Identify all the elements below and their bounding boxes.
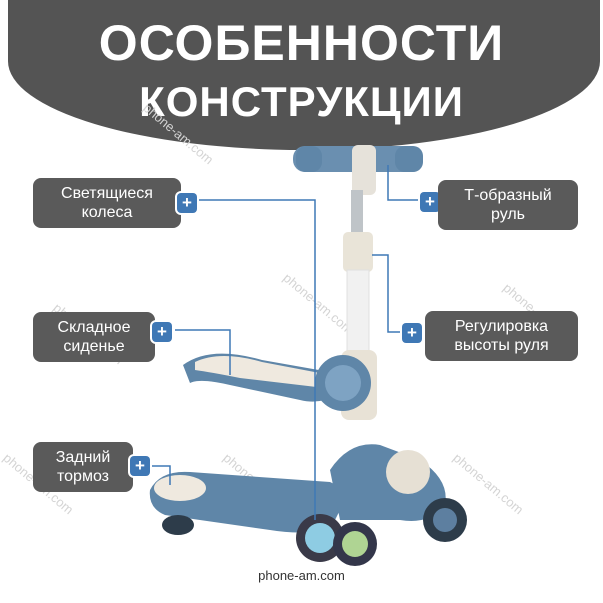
header-banner: [8, 0, 600, 150]
callout-line-brake: [150, 465, 171, 485]
callout-line-handlebar: [387, 165, 430, 201]
feature-label-seat: Складное сиденье: [33, 312, 155, 362]
steering-column: [351, 190, 363, 235]
handlebar-stem: [352, 145, 376, 195]
plus-icon[interactable]: +: [402, 323, 422, 343]
title-line-2: КОНСТРУКЦИИ: [139, 78, 464, 125]
plus-icon[interactable]: +: [130, 456, 150, 476]
plus-icon[interactable]: +: [152, 322, 172, 342]
plus-icon[interactable]: +: [177, 193, 197, 213]
callout-line-seat: [175, 329, 231, 375]
feature-label-brake: Задний тормоз: [33, 442, 133, 492]
plus-icon[interactable]: +: [420, 192, 440, 212]
title-line-1: ОСОБЕННОСТИ: [98, 15, 505, 71]
feature-label-handlebar: Т-образный руль: [438, 180, 578, 230]
footer-url: phone-am.com: [258, 568, 345, 583]
callout-line-height: [372, 254, 410, 333]
feature-label-height: Регулировка высоты руля: [425, 311, 578, 361]
callout-line-lights: [195, 199, 316, 520]
feature-label-lights: Светящиеся колеса: [33, 178, 181, 228]
